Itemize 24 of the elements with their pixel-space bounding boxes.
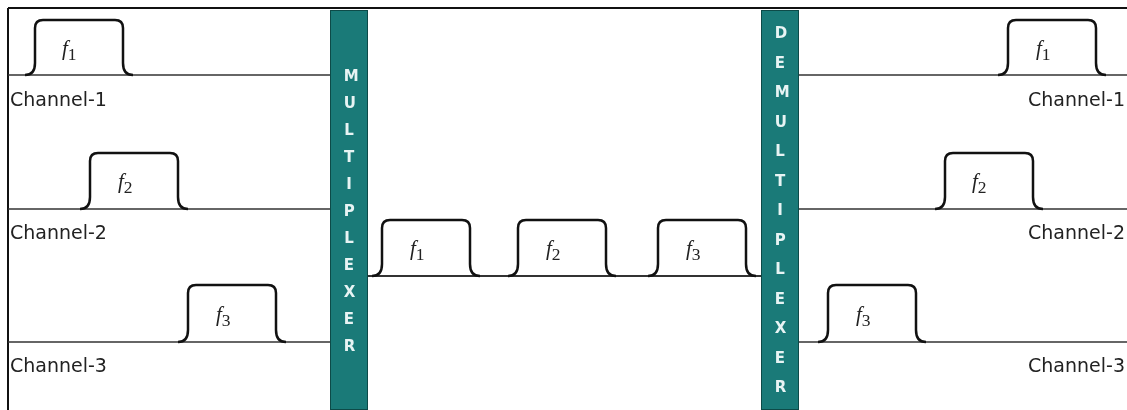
channel-label: Channel-1 (1028, 88, 1125, 110)
frequency-label: f$_{2}$ (118, 169, 133, 199)
frequency-label: f$_{3}$ (216, 302, 231, 332)
signal-line (798, 208, 1127, 210)
channel-label: Channel-3 (10, 354, 107, 376)
channel-label: Channel-3 (1028, 354, 1125, 376)
frequency-label: f$_{1}$ (1036, 36, 1051, 66)
multiplexer-bar (330, 10, 368, 410)
frequency-label: f$_{2}$ (546, 236, 561, 266)
frequency-label: f$_{3}$ (856, 302, 871, 332)
signal-line (7, 74, 331, 76)
signal-line (7, 341, 331, 343)
signal-line (798, 74, 1127, 76)
frequency-label: f$_{3}$ (686, 236, 701, 266)
signal-line (7, 208, 331, 210)
frequency-label: f$_{1}$ (62, 36, 77, 66)
signal-line (798, 341, 1127, 343)
channel-label: Channel-2 (1028, 221, 1125, 243)
signal-line (367, 275, 762, 277)
channel-label: Channel-2 (10, 221, 107, 243)
frequency-label: f$_{2}$ (972, 169, 987, 199)
demultiplexer-bar (761, 10, 799, 410)
channel-label: Channel-1 (10, 88, 107, 110)
frequency-label: f$_{1}$ (410, 236, 425, 266)
